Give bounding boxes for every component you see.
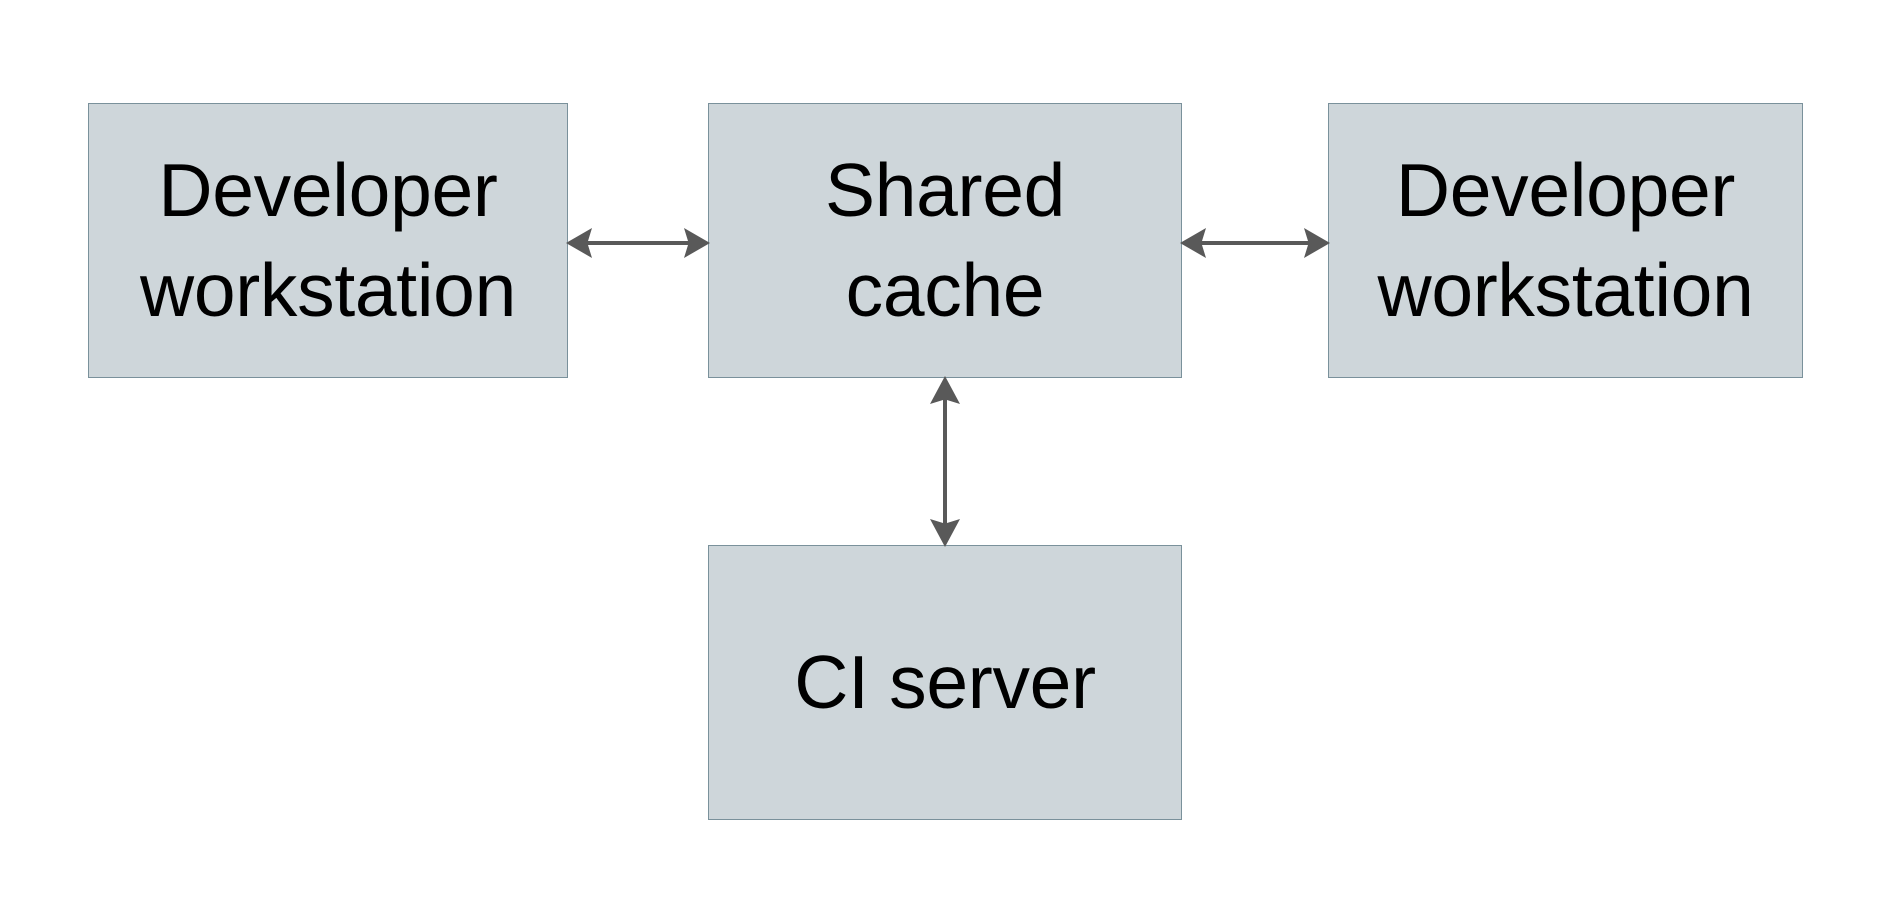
edge-bidirectional-arrow-left-to-shared-cache (566, 212, 710, 274)
edge-bidirectional-arrow-shared-cache-to-right (1180, 212, 1330, 274)
node-label-ci-server: CI server (794, 639, 1096, 724)
node-label-developer-workstation-right: Developer workstation (1377, 147, 1754, 332)
node-shared-cache[interactable]: Shared cache (708, 103, 1182, 378)
double-headed-arrow-icon (930, 376, 960, 547)
node-developer-workstation-right[interactable]: Developer workstation (1328, 103, 1803, 378)
node-ci-server[interactable]: CI server (708, 545, 1182, 820)
node-label-developer-workstation-left: Developer workstation (139, 147, 517, 332)
node-label-shared-cache: Shared cache (824, 147, 1066, 332)
double-headed-arrow-icon (566, 228, 710, 258)
double-headed-arrow-icon (1180, 228, 1330, 258)
node-developer-workstation-left[interactable]: Developer workstation (88, 103, 568, 378)
edge-bidirectional-arrow-shared-cache-to-ci-server (914, 376, 976, 547)
